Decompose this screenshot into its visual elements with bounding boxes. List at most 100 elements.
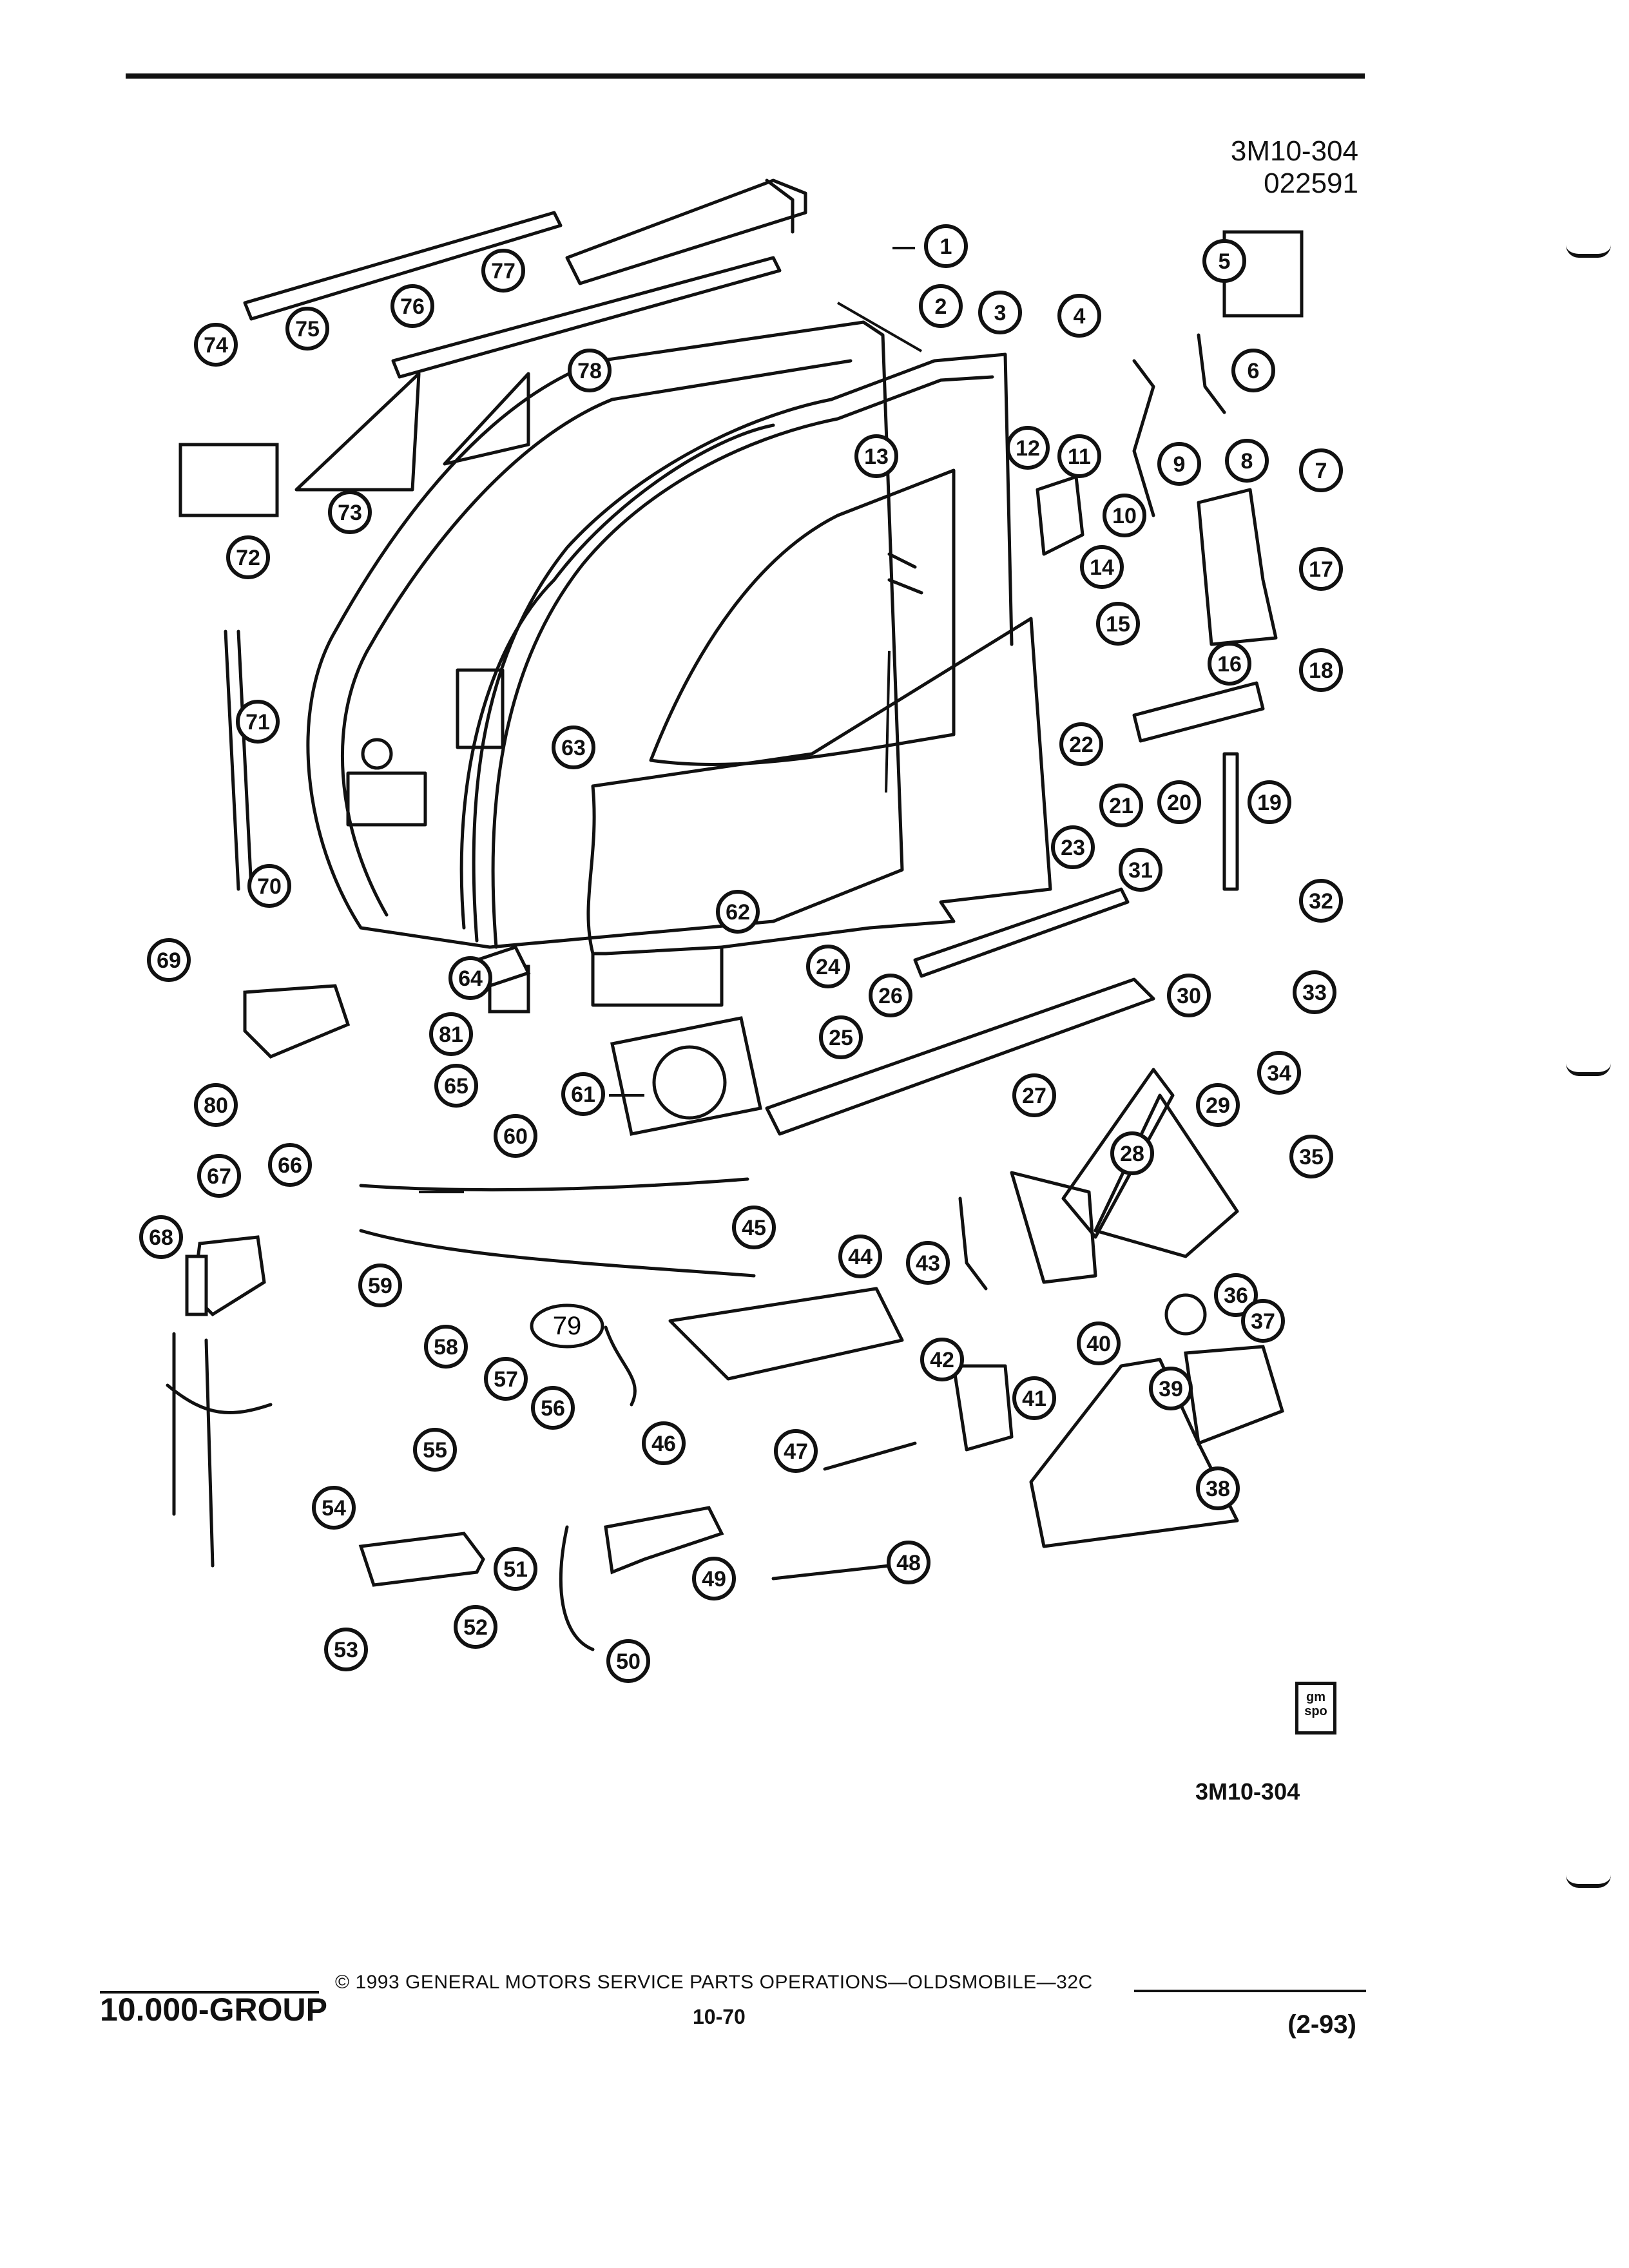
callout-circle [1012,1376,1056,1420]
callout-29: 29 [1196,1083,1240,1127]
callout-circle [568,349,612,392]
callout-61: 61 [561,1072,605,1116]
callout-circle [819,1015,863,1059]
callout-number: 15 [1106,612,1130,637]
callout-70: 70 [247,864,291,908]
callout-4: 4 [1057,294,1101,338]
callout-56: 56 [531,1386,575,1430]
callout-52: 52 [454,1605,497,1649]
callout-circle [494,1547,537,1591]
callout-number: 50 [616,1649,641,1674]
footer-copyright: © 1993 GENERAL MOTORS SERVICE PARTS OPER… [335,1972,1093,1993]
upper-moldings [243,178,807,379]
callout-number: 8 [1241,449,1253,474]
callout-10: 10 [1103,494,1146,537]
callout-circle [1202,239,1246,283]
callout-circle [1167,974,1211,1017]
callout-60: 60 [494,1114,537,1158]
callout-number: 31 [1128,858,1153,883]
callout-circle [448,956,492,1000]
callout-circle [869,974,912,1017]
callout-number: 68 [149,1225,173,1250]
callout-79-label: 79 [553,1312,582,1340]
callout-number: 36 [1224,1283,1248,1308]
callout-65: 65 [434,1064,478,1108]
callout-circle [924,224,968,268]
callout-number: 74 [204,333,228,358]
callout-number: 73 [338,501,362,525]
callout-33: 33 [1293,970,1336,1014]
callout-8: 8 [1225,439,1269,483]
callout-36: 36 [1214,1273,1258,1317]
callout-48: 48 [887,1541,930,1584]
callout-number: 23 [1061,836,1085,860]
callout-circle [642,1421,686,1465]
callout-number: 75 [295,317,320,341]
callout-40: 40 [1077,1321,1121,1365]
callout-circle [324,1628,368,1671]
margin-mark [1566,1063,1611,1076]
callout-circle [429,1012,473,1056]
callout-27: 27 [1012,1073,1056,1117]
callout-47: 47 [774,1429,818,1473]
callout-number: 60 [503,1124,528,1149]
callout-number: 61 [571,1082,595,1107]
callout-circle [1225,439,1269,483]
callout-50: 50 [606,1639,650,1683]
callout-circle [774,1429,818,1473]
callout-number: 12 [1016,436,1040,461]
callout-circle [716,890,760,934]
callout-circle [1214,1273,1258,1317]
callout-circle [1231,349,1275,392]
figure-code-bottom: 3M10-304 [1195,1778,1300,1805]
callout-number: 28 [1120,1142,1144,1166]
callout-circle [606,1639,650,1683]
callout-67: 67 [197,1154,241,1198]
callout-circle [1119,848,1162,892]
callout-number: 33 [1302,981,1327,1005]
callout-circle [312,1486,356,1530]
callout-circle [919,284,963,328]
callout-number: 21 [1109,794,1133,818]
callout-number: 78 [577,359,602,383]
callout-circle [552,726,595,769]
callout-circle [1006,426,1050,470]
callout-number: 29 [1206,1093,1230,1118]
callout-number: 69 [157,948,181,973]
door-frame [306,320,904,949]
callout-number: 41 [1022,1387,1046,1411]
callout-53: 53 [324,1628,368,1671]
callout-number: 14 [1090,555,1114,580]
callout-number: 70 [257,874,282,899]
callout-42: 42 [920,1338,964,1381]
callout-number: 62 [726,900,750,925]
callout-circle [413,1428,457,1472]
callout-number: 57 [494,1367,518,1392]
callout-6: 6 [1231,349,1275,392]
callout-circle [358,1264,402,1307]
callout-25: 25 [819,1015,863,1059]
callout-number: 30 [1177,984,1201,1008]
guide-rails [765,681,1265,1136]
callout-circle [139,1215,183,1259]
callout-49: 49 [692,1557,736,1600]
callout-circle [1299,879,1343,923]
callout-77: 77 [481,249,525,293]
callout-3: 3 [978,291,1022,334]
callout-5: 5 [1202,239,1246,283]
callout-37: 37 [1241,1299,1285,1343]
callout-circle [854,434,898,478]
callout-number: 65 [444,1074,468,1099]
callout-number: 76 [400,294,425,319]
callout-number: 1 [940,235,952,259]
callout-14: 14 [1080,545,1124,589]
callout-63: 63 [552,726,595,769]
callout-18: 18 [1299,648,1343,692]
callout-circle [1196,1083,1240,1127]
callout-number: 43 [916,1251,940,1276]
callout-38: 38 [1196,1466,1240,1510]
callout-23: 23 [1051,825,1095,869]
callout-number: 81 [439,1023,463,1047]
callout-circle [1248,780,1291,824]
